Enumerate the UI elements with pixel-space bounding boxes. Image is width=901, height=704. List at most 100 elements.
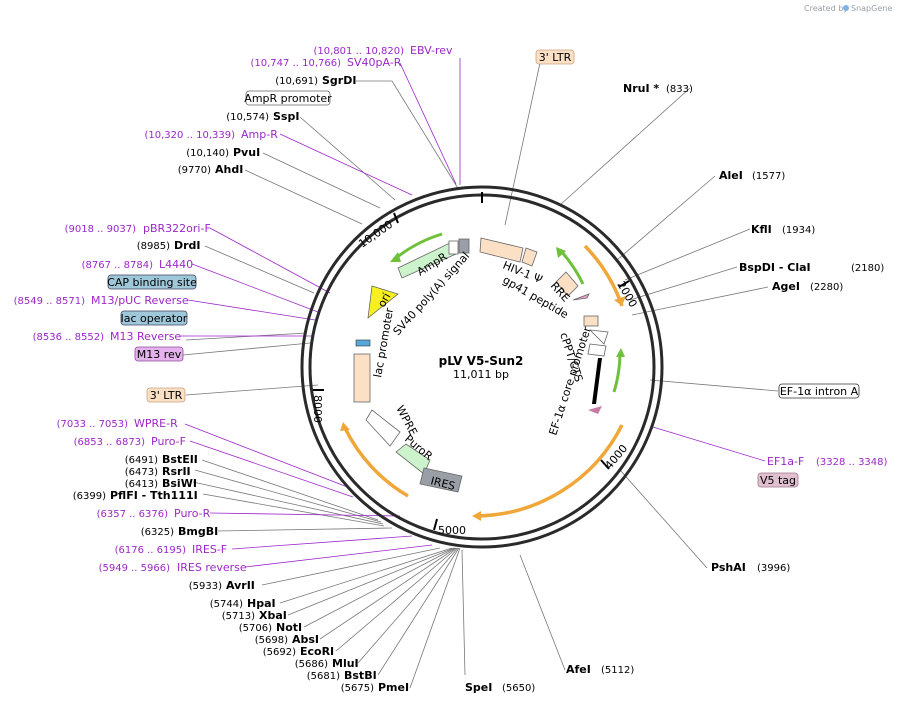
primer-ires-reverse-coord: (5949 .. 5966) — [99, 563, 171, 574]
enzyme-rsrii: RsrII — [162, 465, 191, 478]
primer-ef1a-f-coord: (3328 .. 3348) — [816, 457, 888, 468]
enzyme-pshai-coord: (3996) — [757, 563, 790, 574]
enzyme-avrii: AvrII — [226, 579, 255, 592]
enzyme-pvui-coord: (10,140) — [186, 148, 229, 159]
primer-wpre-r-coord: (7033 .. 7053) — [57, 419, 129, 430]
enzyme-bsiwi-coord: (6413) — [125, 479, 158, 490]
inner-features — [353, 237, 609, 493]
enzyme-pmei-coord: (5675) — [341, 683, 374, 694]
credit-text: Created by — [804, 4, 848, 13]
enzyme-absi: AbsI — [292, 633, 319, 646]
enzyme-agei-coord: (2280) — [810, 282, 843, 293]
credit-brand: SnapGene — [851, 4, 892, 13]
primer-pbr322ori-f: pBR322ori-F — [143, 222, 211, 235]
enzyme-ahdi-coord: (9770) — [178, 165, 211, 176]
primer-pbr322ori-f-coord: (9018 .. 9037) — [65, 224, 137, 235]
map-size: 11,011 bp — [453, 368, 509, 381]
primer-puro-f: Puro-F — [151, 435, 186, 448]
primer-ef1a-f: EF1a-F — [767, 455, 804, 468]
enzyme-hpai-coord: (5744) — [210, 599, 243, 610]
enzyme-hpai: HpaI — [247, 597, 276, 610]
enzyme-mlui-coord: (5686) — [295, 659, 328, 670]
primer-m13-reverse-coord: (8536 .. 8552) — [33, 332, 105, 343]
enzyme-bstbi: BstBI — [344, 669, 377, 682]
enzyme-avrii-coord: (5933) — [189, 581, 222, 592]
enzyme-spei: SpeI — [465, 681, 492, 694]
label-m13-rev: M13 rev — [137, 348, 182, 361]
enzyme-afei-coord: (5112) — [601, 665, 634, 676]
primer-puro-f-coord: (6853 .. 6873) — [74, 437, 146, 448]
primer-puro-r: Puro-R — [174, 507, 211, 520]
label-ampr-promoter: AmpR promoter — [244, 92, 332, 105]
enzyme-spei-coord: (5650) — [502, 683, 535, 694]
enzyme-sspi: SspI — [273, 110, 299, 123]
primer-puro-r-coord: (6357 .. 6376) — [97, 509, 169, 520]
enzyme-kfli: KflI — [751, 223, 772, 236]
scale-ticks — [313, 212, 630, 531]
primer-sv40pa-r: SV40pA-R — [347, 56, 402, 69]
label-lac-operator: lac operator — [121, 312, 188, 325]
enzyme-rsrii-coord: (6473) — [125, 467, 158, 478]
enzyme-sgrdi-coord: (10,691) — [275, 76, 318, 87]
primer-amp-r: Amp-R — [241, 128, 278, 141]
leader-lines — [182, 62, 779, 689]
enzyme-ecori: EcoRI — [300, 645, 334, 658]
enzyme-afei: AfeI — [566, 663, 591, 676]
enzyme-nrui: NruI * — [623, 82, 659, 95]
snapgene-logo-icon — [843, 5, 849, 11]
primer-m13puc-coord: (8549 .. 8571) — [14, 296, 86, 307]
tick-8000: 8000 — [311, 395, 324, 423]
enzyme-pvui: PvuI — [233, 146, 260, 159]
label-v5-tag: V5 tag — [760, 474, 796, 487]
enzyme-ecori-coord: (5692) — [263, 647, 296, 658]
enzyme-bsiwi: BsiWI — [162, 477, 197, 490]
primer-sv40pa-r-coord: (10,747 .. 10,766) — [251, 58, 342, 69]
boxed-labels: 3' LTR AmpR promoter CAP binding site la… — [107, 49, 860, 488]
enzyme-xbai-coord: (5713) — [222, 611, 255, 622]
tick-5000: 5000 — [438, 524, 466, 537]
enzyme-drdi: DrdI — [174, 239, 201, 252]
enzyme-bmgbi: BmgBI — [178, 525, 218, 538]
label-ef1a-intron: EF-1α intron A — [780, 385, 859, 398]
label-3ltr-left: 3' LTR — [150, 389, 183, 402]
orf-arrowheads — [340, 296, 626, 521]
enzyme-agei: AgeI — [772, 280, 800, 293]
enzyme-kfli-coord: (1934) — [782, 225, 815, 236]
enzyme-noti: NotI — [276, 621, 302, 634]
enzyme-nrui-coord: (833) — [666, 84, 693, 95]
primer-m13puc: M13/pUC Reverse — [91, 294, 189, 307]
primer-l4440: L4440 — [159, 258, 193, 271]
enzyme-ahdi: AhdI — [215, 163, 243, 176]
tick-4000: 4000 — [602, 442, 630, 472]
enzyme-pshai: PshAI — [711, 561, 746, 574]
enzyme-xbai: XbaI — [259, 609, 287, 622]
primer-lines — [180, 58, 766, 568]
enzyme-pmei: PmeI — [378, 681, 409, 694]
enzyme-pflfi: PflFI - Tth111I — [110, 489, 198, 502]
enzyme-bspdi-coord: (2180) — [851, 263, 884, 274]
map-title: pLV V5-Sun2 — [439, 354, 524, 368]
green-arrowheads — [390, 247, 625, 357]
enzyme-noti-coord: (5706) — [239, 623, 272, 634]
primer-amp-r-coord: (10,320 .. 10,339) — [145, 130, 236, 141]
primer-ires-f-coord: (6176 .. 6195) — [115, 545, 187, 556]
label-3ltr-top: 3' LTR — [539, 51, 572, 64]
enzyme-bmgbi-coord: (6325) — [141, 527, 174, 538]
feature-ori: ori — [375, 291, 393, 310]
primer-m13-reverse: M13 Reverse — [110, 330, 181, 343]
primer-ires-reverse: IRES reverse — [177, 561, 247, 574]
primer-wpre-r: WPRE-R — [134, 417, 178, 430]
primer-ebv-rev-coord: (10,801 .. 10,820) — [314, 46, 405, 57]
feature-ires: IRES — [429, 474, 456, 493]
primer-ires-f: IRES-F — [192, 543, 227, 556]
enzyme-alei-coord: (1577) — [752, 171, 785, 182]
feature-lac-promoter: lac promoter — [371, 306, 396, 378]
enzyme-bstbi-coord: (5681) — [307, 671, 340, 682]
primer-ebv-rev: EBV-rev — [410, 44, 453, 57]
enzyme-pflfi-coord: (6399) — [73, 491, 106, 502]
label-cap-binding: CAP binding site — [107, 276, 197, 289]
enzymes-left: (10,691) SgrDI (10,574) SspI (10,140) Pv… — [73, 74, 409, 694]
enzyme-drdi-coord: (8985) — [137, 241, 170, 252]
enzyme-bspdi: BspDI - ClaI — [739, 261, 811, 274]
